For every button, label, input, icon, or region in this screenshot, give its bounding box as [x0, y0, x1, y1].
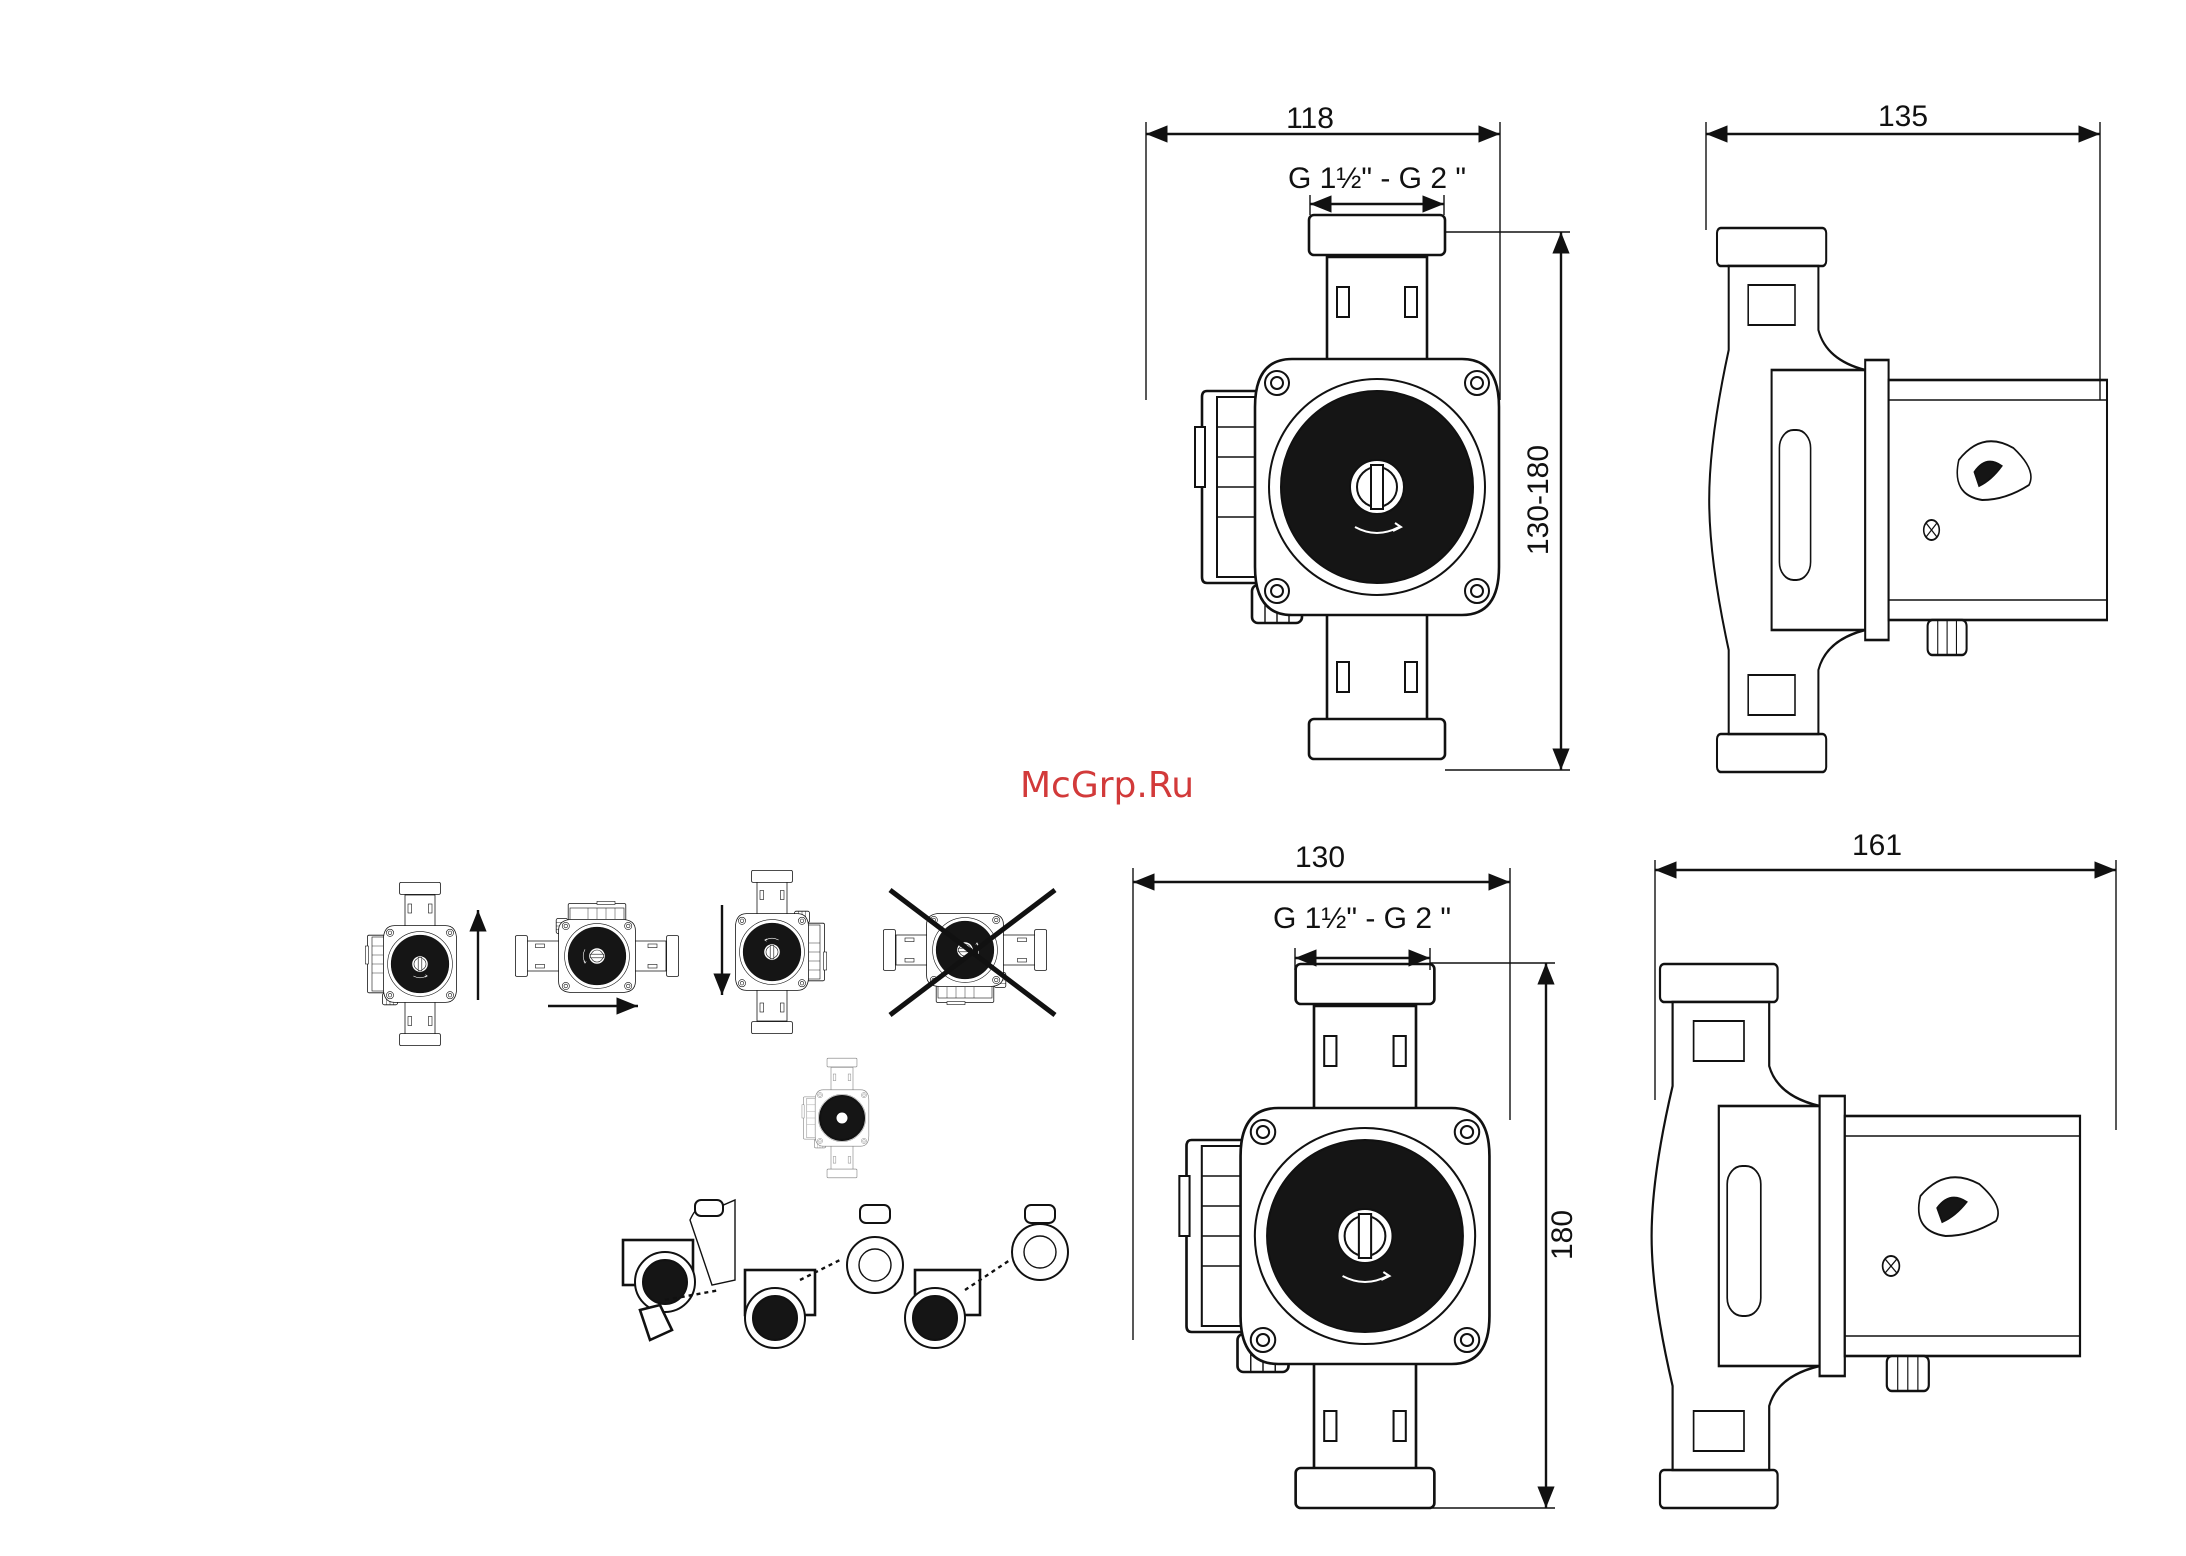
top-side-view [1706, 122, 2107, 772]
terminal-box-rotation-sketch [802, 1058, 869, 1178]
bottom-side-width-label: 161 [1852, 829, 1902, 862]
motor-disassembly-sketch-3 [905, 1205, 1068, 1348]
top-side-width-label: 135 [1878, 100, 1928, 133]
mounting-position-forbidden [883, 890, 1055, 1015]
bottom-front-height-label: 180 [1546, 1210, 1579, 1260]
mounting-position-allowed-1 [365, 882, 478, 1045]
top-front-height-label: 130-180 [1522, 445, 1555, 555]
bottom-side-view [1652, 860, 2116, 1508]
watermark: McGrp.Ru [1020, 765, 1194, 806]
motor-disassembly-sketch-1 [623, 1200, 735, 1340]
bottom-front-width-label: 130 [1295, 841, 1345, 874]
bottom-front-view [1133, 868, 1555, 1508]
top-front-view [1146, 122, 1570, 770]
mounting-position-allowed-2 [515, 901, 678, 1006]
bottom-front-thread-label: G 1½" - G 2 " [1273, 902, 1451, 935]
mounting-position-allowed-3 [722, 870, 827, 1033]
top-front-width-label: 118 [1286, 102, 1334, 135]
motor-disassembly-sketch-2 [745, 1205, 903, 1348]
top-front-thread-label: G 1½" - G 2 " [1288, 162, 1466, 195]
